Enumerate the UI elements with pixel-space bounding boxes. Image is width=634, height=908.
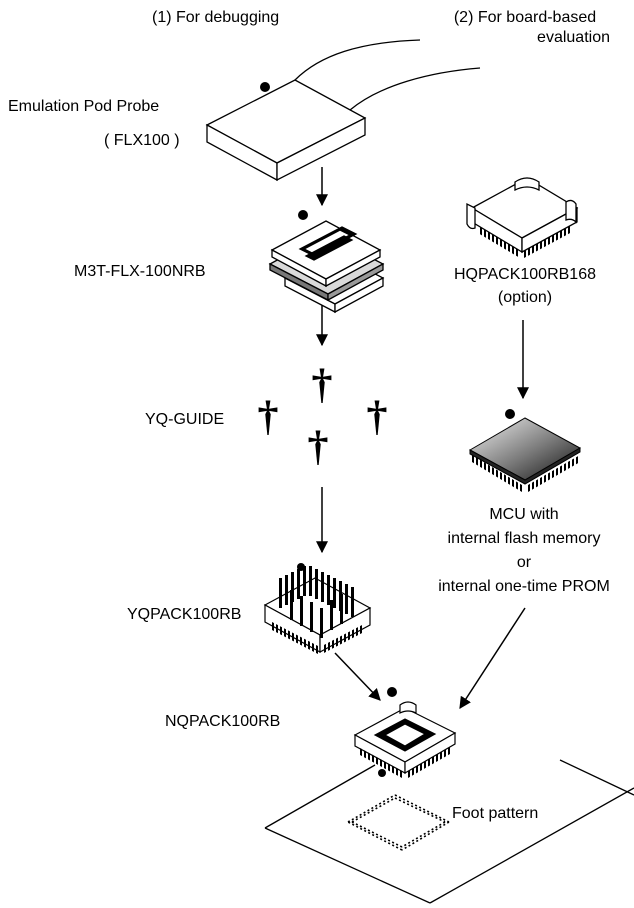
label-yq-guide: YQ-GUIDE [145,411,225,428]
label-converter: M3T-FLX-100NRB [74,263,206,280]
header-board-line2: evaluation [537,29,610,46]
guide-pin: † [367,394,388,440]
label-nqpack: NQPACK100RB [165,713,281,730]
label-mcu-line3: or [516,554,532,571]
hqpack-socket [466,177,579,258]
pin1-marker-dot [387,687,397,697]
pin1-marker-dot [378,769,386,777]
pin1-marker-dot [505,409,515,419]
label-yqpack: YQPACK100RB [127,606,242,623]
target-board [264,759,634,904]
guide-pin: † [308,424,329,470]
label-hqpack-line2: (option) [497,289,553,306]
label-hqpack-line1: HQPACK100RB168 [454,266,596,283]
guide-pin: † [312,362,333,408]
pin1-marker-dot [260,82,270,92]
nqpack-socket [353,701,457,778]
header-board-evaluation: (2) For board-based evaluation [440,8,610,48]
pin1-marker-dot [297,563,305,571]
header-debugging: (1) For debugging [152,9,280,26]
yqpack-socket [263,566,372,654]
guide-pin: † [258,394,279,440]
label-pod-probe: Emulation Pod Probe [8,98,160,115]
mcu-chip [468,417,582,492]
label-mcu-line4: internal one-time PROM [438,578,610,595]
header-board-line1: (2) For board-based [453,9,597,26]
label-mcu-line2: internal flash memory [447,530,601,547]
arrow-mcu-to-nqpack [459,607,526,710]
emulation-pod-probe [205,79,367,182]
label-mcu: MCU with internal flash memory or intern… [414,503,634,599]
arrow-yqpack-to-nqpack [334,652,381,701]
label-mcu-line1: MCU with [489,506,559,523]
yq-guide-pins: † † † † [258,362,388,470]
probe-cable [294,39,481,111]
label-hqpack: HQPACK100RB168 (option) [432,265,618,308]
converter-board [268,220,385,314]
foot-pattern [347,794,450,851]
label-pod-model: ( FLX100 ) [104,132,180,149]
pin1-marker-dot [298,210,308,220]
label-foot-pattern: Foot pattern [452,805,539,822]
